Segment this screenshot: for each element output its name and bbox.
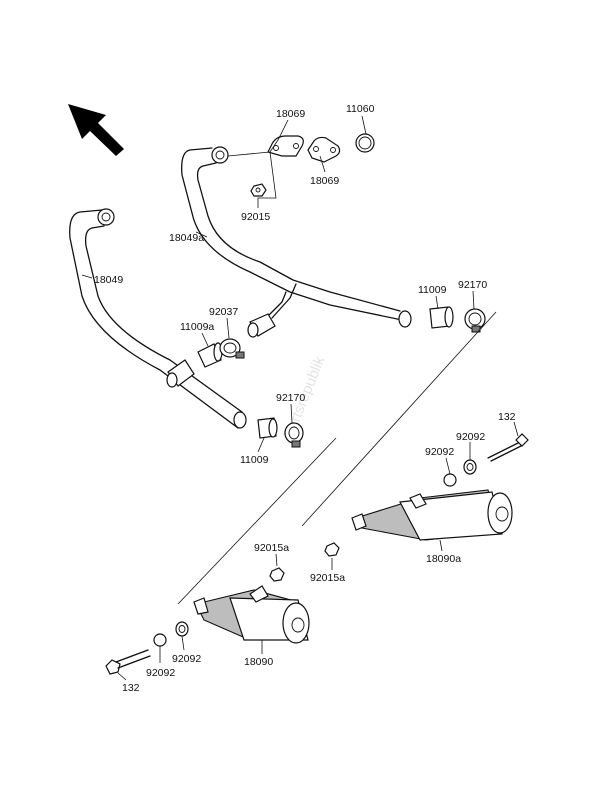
label-18049: 18049 <box>94 274 123 286</box>
headpipe-18049 <box>69 208 247 429</box>
gasket-11009a <box>197 342 223 368</box>
label-18069-top: 18069 <box>276 108 305 120</box>
label-92170-right: 92170 <box>458 279 487 291</box>
gasket-11009-middle <box>257 417 278 439</box>
label-11009a: 11009a <box>180 321 214 333</box>
gasket-11009-right <box>429 306 454 329</box>
leader-lines <box>81 115 519 681</box>
label-18049a: 18049a <box>169 232 204 244</box>
flange-18069-upper <box>267 135 304 157</box>
muffler-18090a <box>301 311 513 541</box>
headpipe-18049a <box>181 146 412 338</box>
label-18069-bottom: 18069 <box>310 175 339 187</box>
clamp-92037 <box>219 338 245 359</box>
label-11060: 11060 <box>346 103 375 115</box>
label-11009-middle: 11009 <box>240 454 269 466</box>
label-132-right: 132 <box>498 411 516 423</box>
label-92092-right-1: 92092 <box>425 446 454 458</box>
gasket-11060 <box>355 133 375 153</box>
nut-92015 <box>250 183 267 197</box>
label-92015: 92015 <box>241 211 270 223</box>
label-92092-left-1: 92092 <box>146 667 175 679</box>
label-92015a-right: 92015a <box>310 572 345 584</box>
label-92015a-left: 92015a <box>254 542 289 554</box>
label-92092-left-2: 92092 <box>172 653 201 665</box>
label-11009-right: 11009 <box>418 284 447 296</box>
label-132-left: 132 <box>122 682 140 694</box>
collar-92092-left-2 <box>175 621 189 637</box>
label-92092-right-2: 92092 <box>456 431 485 443</box>
part-labels: 18069 11060 18069 92015 18049a 18049 110… <box>94 103 516 694</box>
front-direction-arrow-icon <box>68 104 124 156</box>
label-18090: 18090 <box>244 656 273 668</box>
collar-92092-right-2 <box>463 459 477 475</box>
clamp-92170-right <box>464 308 486 333</box>
label-18090a: 18090a <box>426 553 461 565</box>
nut-92015a-left <box>269 567 285 582</box>
label-92037: 92037 <box>209 306 238 318</box>
bolt-132-right <box>487 433 529 462</box>
collar-92092-right-1 <box>443 473 457 487</box>
collar-92092-left-1 <box>153 633 167 647</box>
flange-18069-lower <box>307 136 341 163</box>
muffler-18090 <box>177 437 337 644</box>
label-92170-middle: 92170 <box>276 392 305 404</box>
clamp-92170-middle <box>284 422 304 448</box>
nut-92015a-right <box>324 542 340 557</box>
bolt-132-left <box>105 649 151 675</box>
